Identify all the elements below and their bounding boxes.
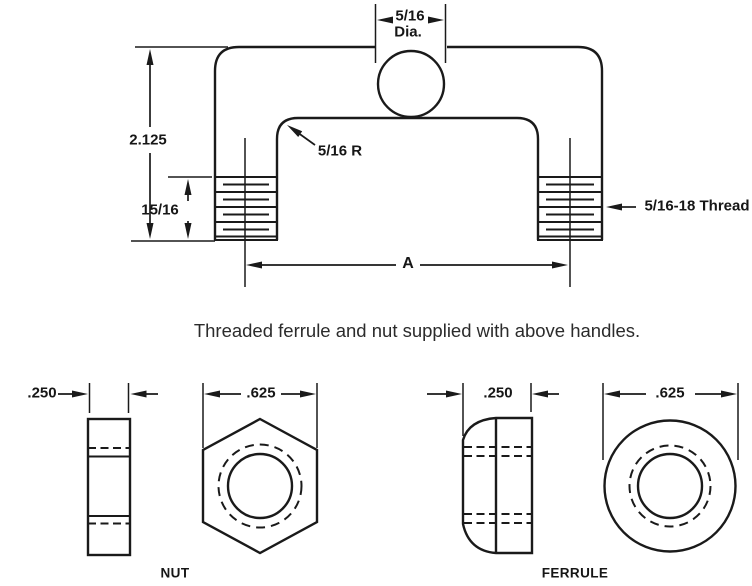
dim-width-a-label: A <box>402 255 414 272</box>
dim-thread-length <box>168 176 212 239</box>
nut-thickness-label: .250 <box>27 384 57 402</box>
dim-width-a <box>246 261 568 269</box>
handle-inner-outline <box>275 116 540 240</box>
nut-front-view <box>201 383 319 555</box>
ferrule-side-view <box>427 383 559 555</box>
grip-section-hatched-circle <box>376 49 446 119</box>
leader-bend-radius <box>287 125 316 146</box>
nut-width-label: .625 <box>246 384 276 402</box>
nut-side-view <box>58 383 158 557</box>
leader-thread-spec <box>606 203 636 211</box>
ferrule-title: FERRULE <box>541 565 609 581</box>
thread-section-right <box>537 138 603 287</box>
dim-thread-length-label: 15/16 <box>141 201 179 219</box>
dim-grip-diameter-unit-label: Dia. <box>394 23 422 41</box>
thread-spec-label: 5/16-18 Thread <box>644 197 750 215</box>
handle-outer-outline <box>213 45 604 240</box>
thread-section-left <box>214 138 278 287</box>
bend-radius-label: 5/16 R <box>317 142 363 160</box>
nut-title: NUT <box>160 565 190 581</box>
ferrule-width-label: .625 <box>655 384 685 402</box>
ferrule-front-view <box>602 383 739 553</box>
note-text: Threaded ferrule and nut supplied with a… <box>193 319 641 341</box>
dim-height-label: 2.125 <box>129 131 167 149</box>
ferrule-thickness-label: .250 <box>483 384 513 402</box>
dim-grip-diameter-label: 5/16 <box>395 7 425 25</box>
dim-height-2125 <box>131 46 228 242</box>
dim-grip-diameter <box>374 4 447 63</box>
